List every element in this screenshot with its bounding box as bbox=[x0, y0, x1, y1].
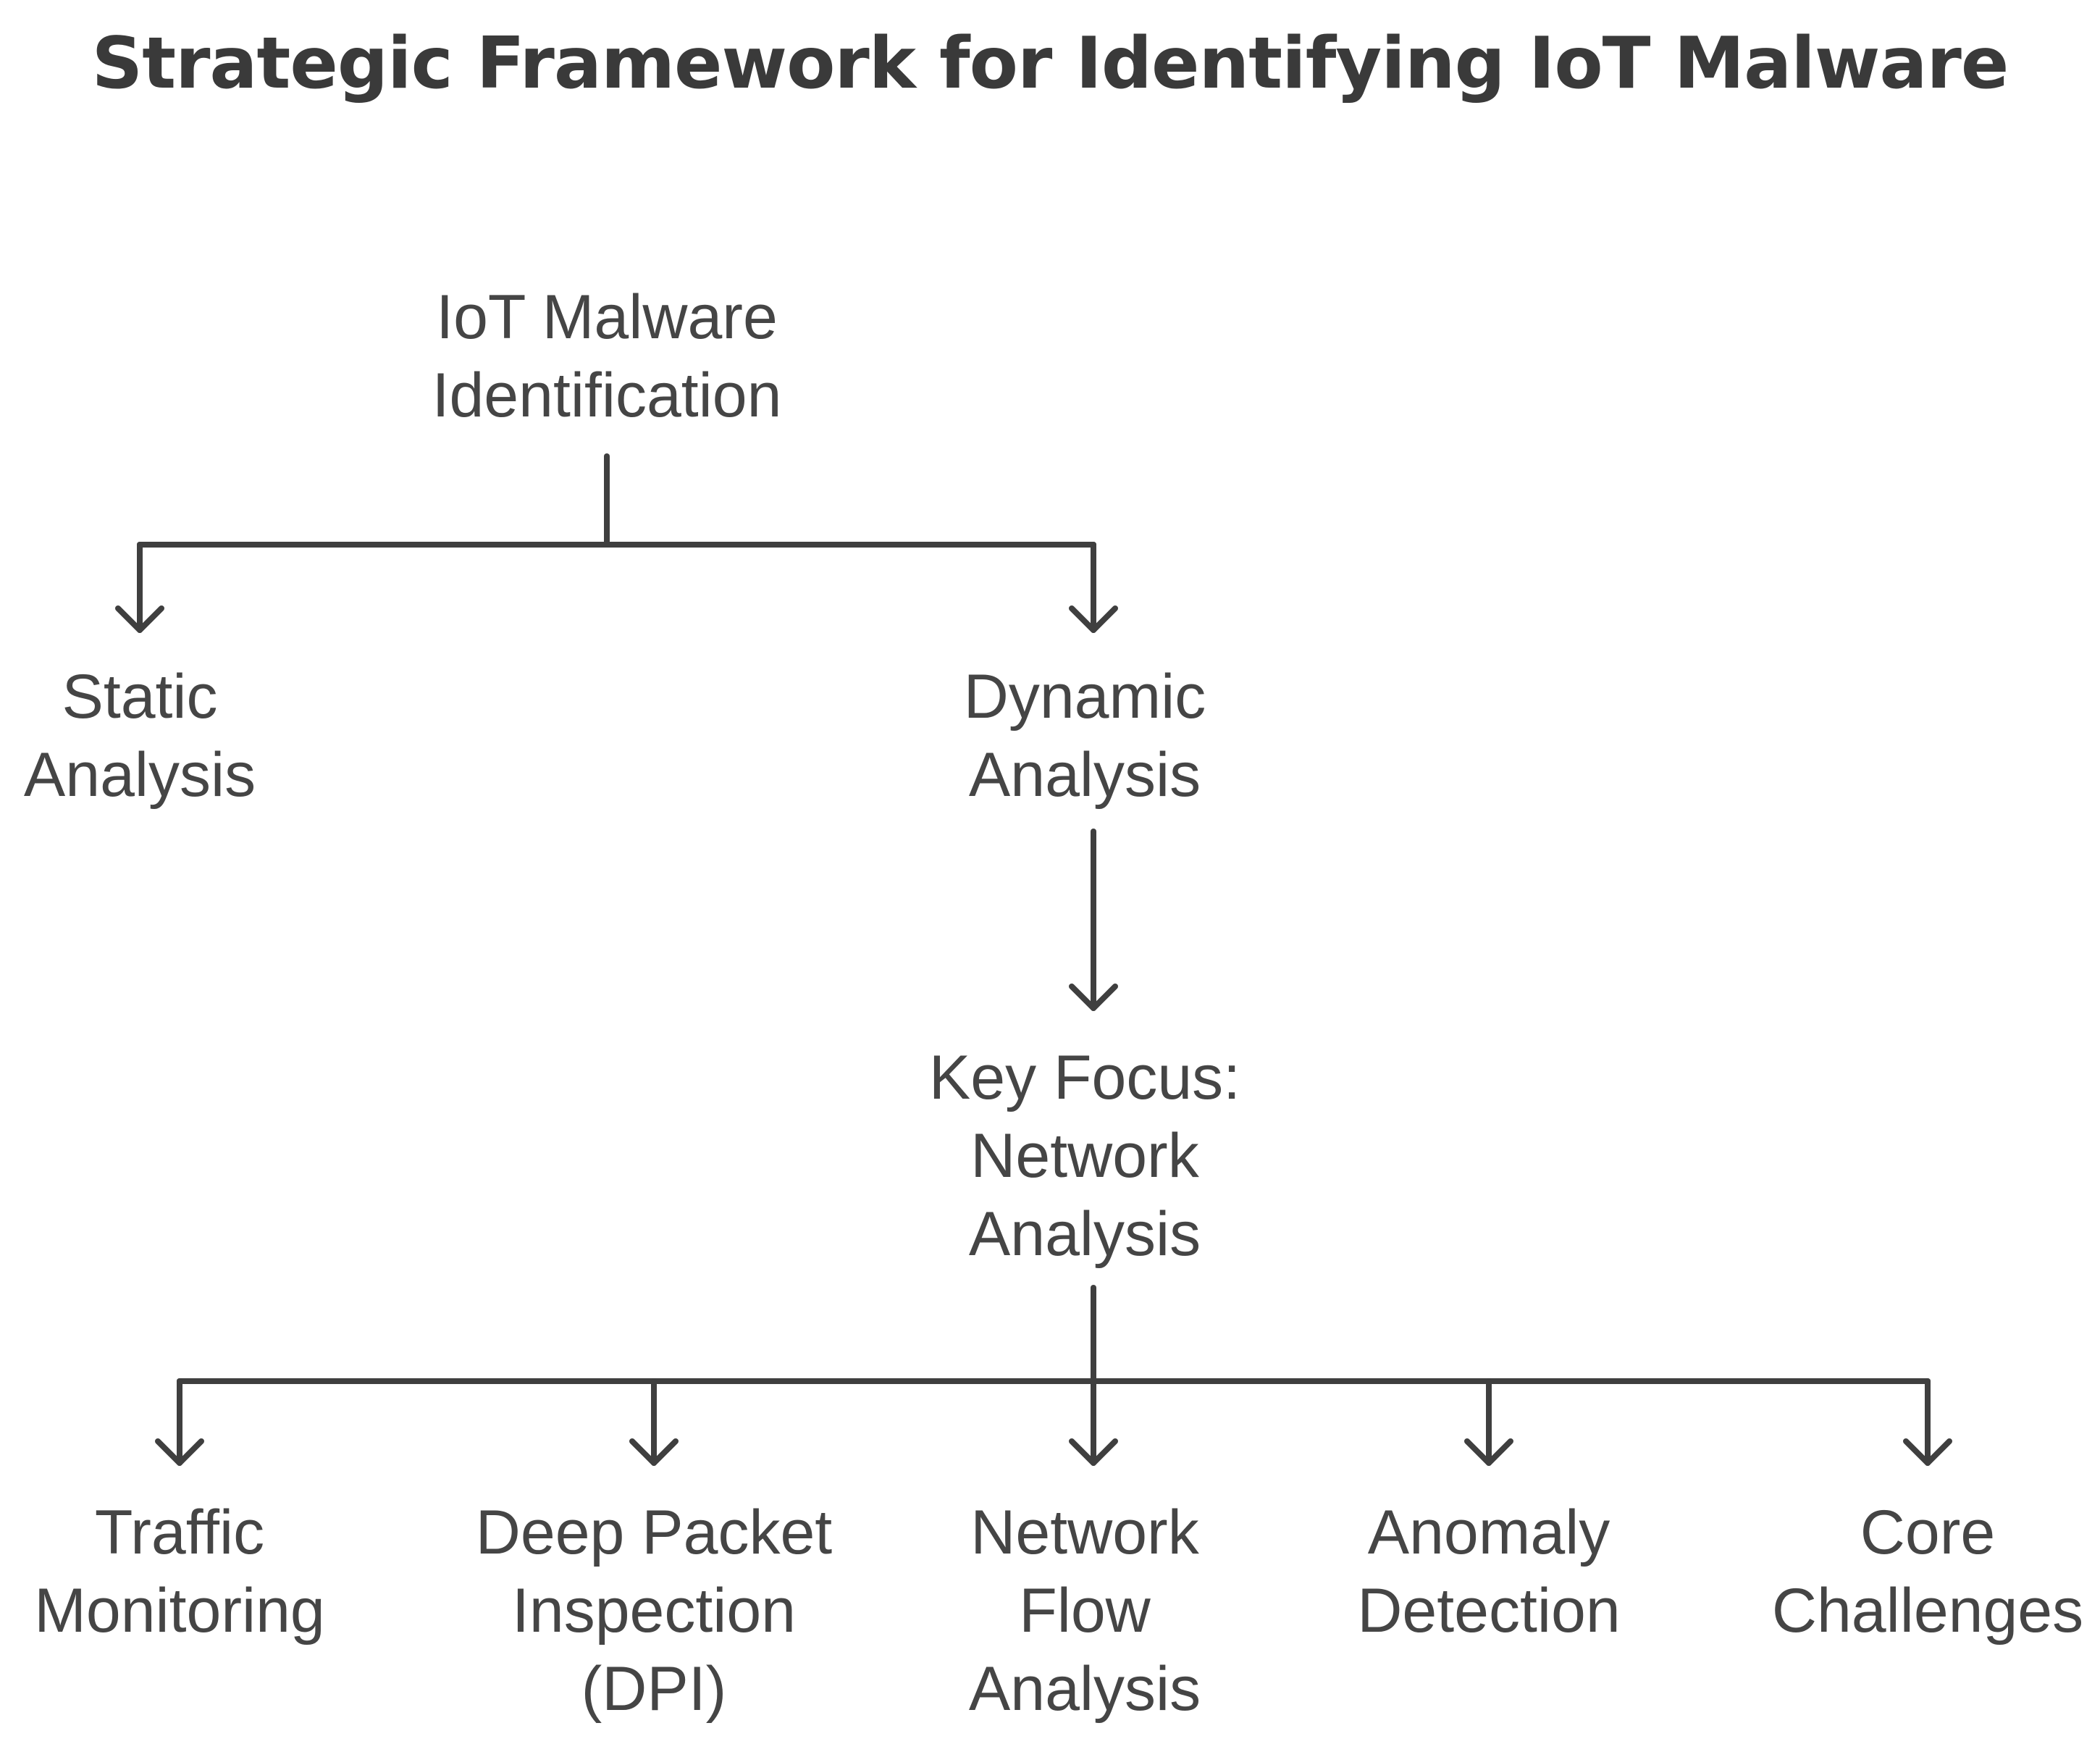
leaf-anomaly-detection: Anomaly Detection bbox=[1357, 1498, 1621, 1646]
leaf-network-flow-analysis: Network Flow Analysis bbox=[968, 1498, 1201, 1724]
diagram-title: Strategic Framework for Identifying IoT … bbox=[91, 22, 2009, 105]
static-analysis-node: Static Analysis bbox=[23, 662, 256, 810]
key-focus-node: Key Focus: Network Analysis bbox=[928, 1043, 1241, 1269]
leaf-traffic-monitoring: Traffic Monitoring bbox=[34, 1498, 325, 1646]
root-node: IoT Malware Identification bbox=[432, 282, 782, 430]
dynamic-arrowhead bbox=[1069, 605, 1118, 633]
leaf-deep-packet-inspection: Deep Packet Inspection (DPI) bbox=[475, 1498, 833, 1724]
leaf-4-arrowhead bbox=[1464, 1438, 1513, 1466]
leaf-1-arrowhead bbox=[155, 1438, 204, 1466]
leaf-5-arrowhead bbox=[1903, 1438, 1952, 1466]
static-arrowhead bbox=[115, 605, 164, 633]
dynamic-analysis-node: Dynamic Analysis bbox=[963, 662, 1206, 810]
leaf-3-arrowhead bbox=[1069, 1438, 1118, 1466]
leaf-core-challenges: Core Challenges bbox=[1771, 1498, 2084, 1646]
key-focus-arrowhead bbox=[1069, 984, 1118, 1011]
leaf-2-arrowhead bbox=[629, 1438, 679, 1466]
